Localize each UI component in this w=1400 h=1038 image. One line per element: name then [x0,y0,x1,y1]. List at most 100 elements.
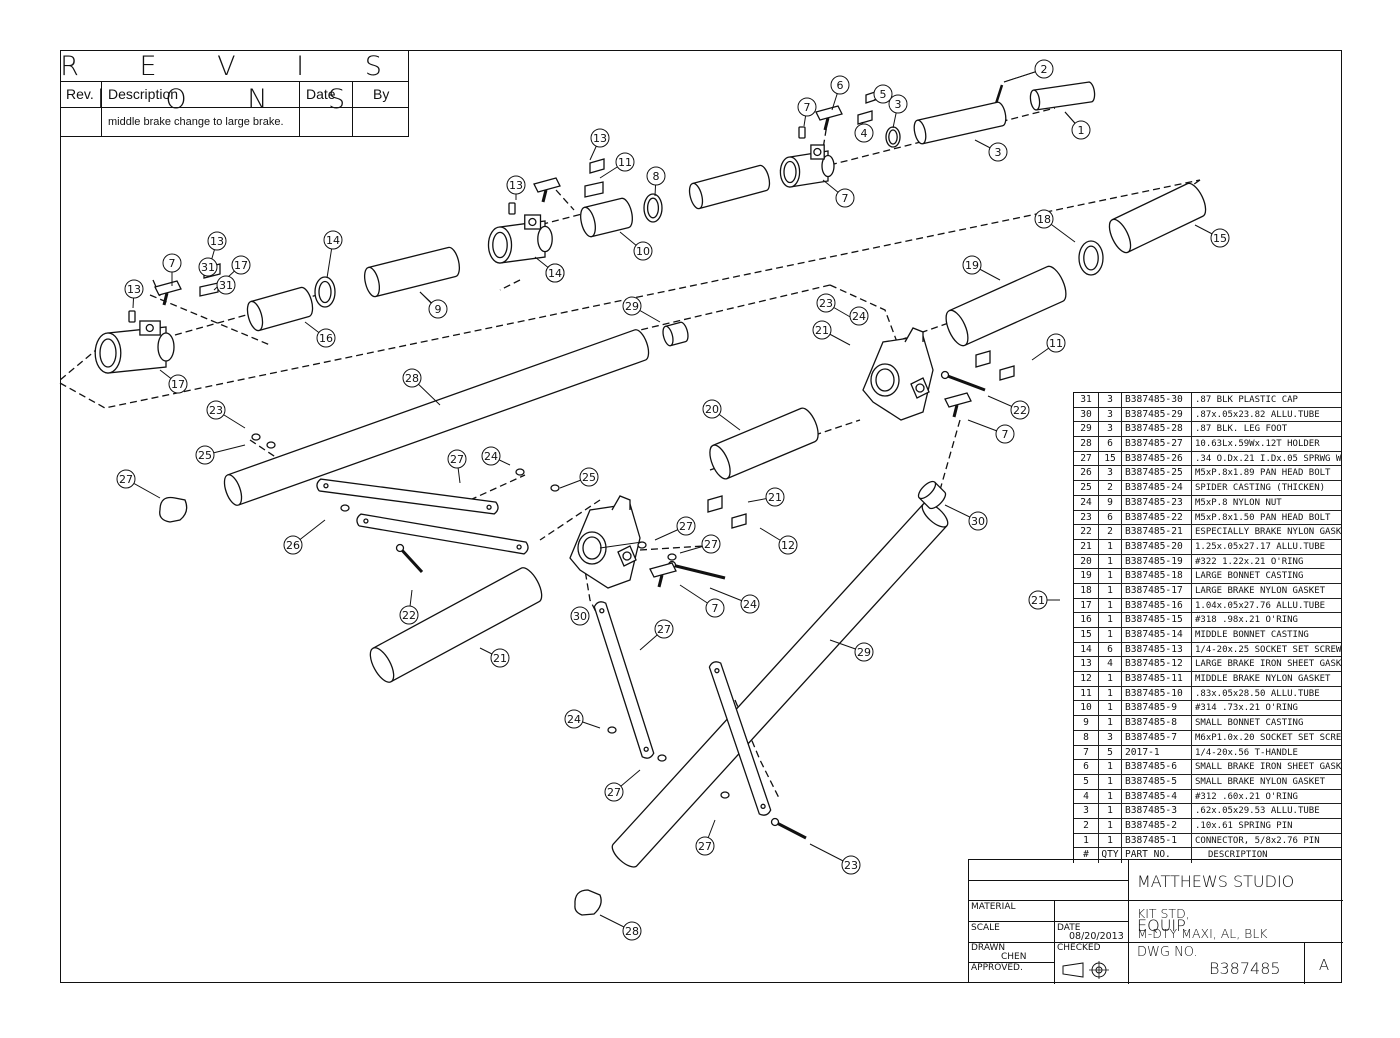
tube-3-upper [913,101,1007,145]
bolt [774,820,807,840]
part-description: .83x.05x28.50 ALLU.TUBE [1195,688,1320,699]
center-line [59,179,1201,409]
revision-date [300,108,353,136]
callout-number: 3 [995,146,1002,159]
bonnet-end [537,225,553,253]
date-label: DATE [1057,923,1081,933]
projection-symbol-icon [1062,961,1109,979]
revisions-title: R E V I S I O N S [60,51,408,115]
callout-circle [701,534,721,554]
callout-circle [633,241,653,261]
callout-circle [835,188,855,208]
callout-balloon: 13 [590,128,610,148]
quantity: 1 [1099,716,1122,730]
callout-circle [1010,400,1030,420]
callout-number: 19 [965,259,979,272]
callout-number: 4 [861,127,868,140]
item-number: 6 [1074,760,1099,774]
callout-circle [1028,590,1048,610]
callout-number: 26 [286,539,300,552]
t-handle [154,280,182,306]
part-number: B387485-16 [1122,598,1192,613]
holder-hole [363,518,369,524]
t-handle-shaft [657,574,664,588]
callout-number: 27 [657,623,671,636]
callout-number: 3 [895,98,902,111]
title-block-divider [969,880,1129,881]
quantity: 3 [1099,407,1122,422]
dwg-number: B387485 [1209,959,1281,978]
tube-end [580,206,596,238]
nut [515,468,525,476]
callout-balloon: 14 [323,230,343,250]
callout-number: 21 [815,324,829,337]
quantity: 1 [1099,701,1122,716]
t-handle-head [533,177,561,193]
quantity: 1 [1099,833,1122,848]
callout-number: 23 [209,404,223,417]
callout-circle [962,255,982,275]
bonnet-opening-inner [492,231,508,259]
leg-foot-29-lower [574,889,602,916]
callout-number: 27 [698,840,712,853]
callout-number: 22 [1013,404,1027,417]
quantity: 3 [1099,422,1122,437]
o-ring-16 [314,276,336,308]
item-number: 8 [1074,730,1099,745]
item-number: 20 [1074,554,1099,569]
tube-end [662,325,674,347]
nut [720,791,730,799]
part-number: 2017-1 [1122,745,1192,760]
part-number: B387485-2 [1122,818,1192,833]
part-description: LARGE BRAKE NYLON GASKET [1195,585,1326,596]
callout-number: 13 [593,132,607,145]
callout-balloon: 8 [646,166,666,186]
no-header: # [1074,848,1099,863]
callout-number: 31 [201,261,215,274]
dwg-cell: DWG NO. B387485 [1129,943,1305,984]
callout-balloon: 7 [995,424,1015,444]
part-description: LARGE BRAKE IRON SHEET GASKET [1195,659,1341,670]
callout-balloon: 7 [705,598,725,618]
part-number: B387485-15 [1122,613,1192,627]
callout-balloon: 18 [1034,209,1054,229]
t-handle-head [944,392,972,408]
item-number: 7 [1074,745,1099,760]
part-no-header: PART NO. [1122,848,1192,863]
gasket [999,365,1015,381]
callout-balloon: 5 [873,84,893,104]
part-number: B387485-4 [1122,789,1192,804]
part-number: B387485-3 [1122,804,1192,818]
callout-circle [428,299,448,319]
part-number: B387485-27 [1122,437,1192,451]
t-handle-shaft [162,292,169,306]
part-number: B387485-8 [1122,716,1192,730]
callout-number: 6 [837,79,844,92]
callout-balloon: 27 [695,836,715,856]
drawn-label: DRAWN [971,943,1006,953]
part-number: B387485-28 [1122,422,1192,437]
quantity: 1 [1099,686,1122,701]
callout-balloon: 31 [216,275,236,295]
callout-number: 25 [582,471,596,484]
quantity: 6 [1099,510,1122,525]
nut [550,484,560,492]
callout-circle [1046,333,1066,353]
tube-body [692,164,771,210]
t-handle [533,177,561,203]
callout-circle [830,75,850,95]
item-number: 4 [1074,789,1099,804]
callout-circle [283,535,303,555]
callout-balloon: 3 [888,94,908,114]
revision-by [353,108,408,136]
part-description: 1.25x.05x27.17 ALLU.TUBE [1195,541,1326,552]
part-description: .87 BLK PLASTIC CAP [1195,395,1298,405]
center-line [829,284,901,351]
o-ring-inner [318,280,332,304]
